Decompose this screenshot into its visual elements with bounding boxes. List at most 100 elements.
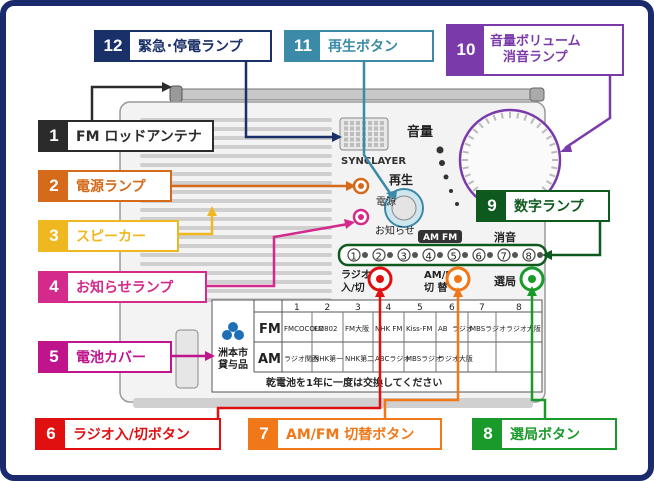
knob-ridge [467, 180, 475, 185]
grill-slot [140, 244, 332, 248]
leader-line-4 [207, 222, 349, 288]
station-panel [211, 299, 543, 393]
lamp-cell [356, 132, 360, 136]
callout-number: 6 [37, 420, 65, 448]
lamp-cell [368, 126, 372, 131]
callout-number: 5 [40, 343, 68, 371]
lamp-cell [344, 121, 348, 125]
digit-label: 8 [526, 252, 532, 263]
callout-speaker: 3 スピーカー [38, 220, 179, 252]
lamp-cell [356, 121, 360, 125]
grill-slot [140, 154, 332, 158]
volume-label: 音量 [407, 124, 433, 140]
am-station-cell: ラジオ大阪 [438, 354, 473, 363]
arrowhead-12 [332, 132, 342, 142]
callout-number: 4 [40, 273, 68, 301]
digit-label: 6 [476, 252, 482, 263]
arrowhead-1 [162, 82, 172, 92]
lamp-cell [380, 137, 384, 142]
grill-slot [140, 163, 332, 167]
notice-label: お知らせ [375, 224, 415, 237]
callout-number: 8 [474, 420, 502, 448]
callout-battery-cover: 5 電池カバー [38, 341, 172, 373]
digit-led [387, 252, 393, 258]
callout-play-button: 11 再生ボタン [284, 30, 434, 62]
digit-led [537, 252, 543, 258]
fm-station-cell: Kiss-FM [406, 325, 432, 333]
grill-slot [140, 181, 332, 185]
arrowhead-6 [375, 287, 385, 297]
fm-station-cell: NHK FM [375, 325, 402, 333]
fm-station-cell: FM802 [314, 325, 337, 333]
digit-lamp [372, 248, 386, 262]
fm-station-cell: AB [438, 325, 448, 333]
amfm-tag-text: AM FM [423, 233, 457, 243]
leader-line-9 [548, 206, 602, 257]
digit-lamp [397, 248, 411, 262]
callout-fm-antenna: 1 FM ロッドアンテナ [38, 120, 214, 152]
lamp-cell [356, 143, 360, 147]
callout-digit-lamps: 9 数字ランプ [476, 190, 610, 222]
table-header-cell: 7 [479, 303, 485, 313]
lamp-cell [380, 121, 384, 125]
digit-lamp [447, 248, 461, 262]
leader-line-3 [179, 214, 214, 236]
mute-label: 消音 [494, 230, 516, 244]
volume-dot [449, 189, 453, 193]
knob-ridge [545, 135, 553, 140]
callout-label: お知らせランプ [76, 280, 174, 296]
lamp-cell [344, 143, 348, 147]
digit-lamp [497, 248, 511, 262]
knob-ridge [462, 150, 469, 154]
arrowhead-4 [344, 219, 355, 229]
knob-ridge [492, 114, 497, 121]
knob-ridge [549, 142, 556, 147]
table-header-cell: 1 [294, 303, 300, 313]
callout-label: 音量ボリューム 消音ランプ [484, 34, 587, 66]
digit-label: 4 [426, 252, 432, 263]
callout-label: 再生ボタン [328, 39, 398, 55]
amfm-tag [418, 230, 462, 243]
arrowhead-10 [560, 143, 572, 152]
radio-power-button-core [376, 275, 384, 283]
volume-dot [455, 202, 459, 206]
power-lamp-core [358, 183, 364, 189]
callout-tune-button: 8 選局ボタン [472, 418, 617, 450]
fm-station-cell: FM大阪 [345, 324, 369, 333]
lamp-cell [350, 132, 354, 136]
lamp-cell [380, 143, 384, 147]
lamp-cell [380, 132, 384, 136]
grill-slot [140, 226, 332, 230]
callout-label: スピーカー [76, 229, 146, 245]
digit-led [487, 252, 493, 258]
arrowhead-11 [386, 190, 397, 200]
callout-power-lamp: 2 電源ランプ [38, 170, 172, 202]
fm-station-cell: ラジオ大阪 [506, 324, 541, 333]
digit-led [437, 252, 443, 258]
lamp-cell [380, 126, 384, 131]
lamp-cell [344, 132, 348, 136]
lamp-cell [368, 121, 372, 125]
callout-label: 数字ランプ [514, 199, 584, 215]
play-label: 再生 [389, 172, 413, 187]
knob-ridge [485, 117, 490, 125]
callout-radio-power-button: 6 ラジオ入/切ボタン [35, 418, 221, 450]
antenna-base [529, 87, 545, 102]
volume-dot [439, 160, 445, 166]
knob-ridge [523, 114, 528, 121]
callout-emergency-lamp: 12 緊急･停電ランプ [94, 30, 272, 62]
arrowhead-9 [542, 250, 552, 260]
amfm-btn-label-line2: 切 替 [424, 281, 448, 294]
knob-ridge [545, 180, 553, 185]
grill-slot [140, 253, 332, 257]
knob-ridge [472, 186, 479, 192]
battery-cover[interactable] [175, 329, 199, 389]
lamp-cell [344, 126, 348, 131]
lamp-cell [356, 137, 360, 142]
grill-slot [140, 217, 332, 221]
callout-amfm-button: 7 AM/FM 切替ボタン [248, 418, 442, 450]
tune-button-core [528, 275, 536, 283]
knob-ridge [549, 173, 556, 178]
